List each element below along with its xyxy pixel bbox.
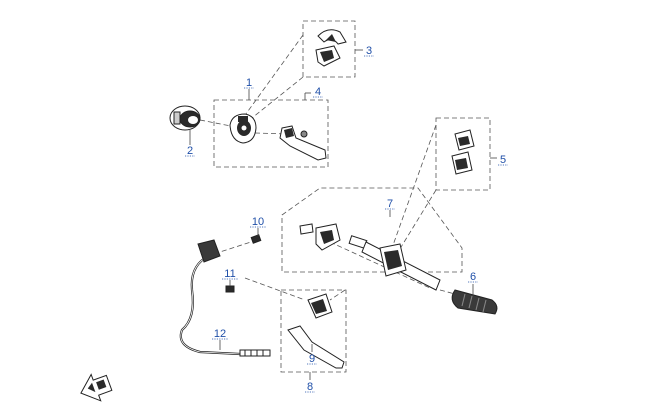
part-throttle-housing [229,113,257,144]
group-box-throttle-housing [213,99,329,168]
part-fitting-11 [225,285,235,293]
assembly-guide-lines [199,34,456,301]
callout-4[interactable]: 4 [304,86,323,100]
callout-2[interactable]: 2 [185,130,195,157]
callout-11[interactable]: 11 [222,268,238,286]
svg-text:4: 4 [315,86,321,98]
svg-text:10: 10 [252,216,264,228]
part-cover [315,29,347,67]
callout-12[interactable]: 12 [212,328,228,350]
callout-6[interactable]: 6 [468,271,478,296]
group-box-switch [435,117,491,191]
part-switch-housing [169,105,201,131]
part-handlebar-switch [299,223,441,291]
callout-3[interactable]: 3 [355,45,374,57]
callout-10[interactable]: 10 [250,216,266,236]
svg-text:8: 8 [307,381,313,393]
group-box-cover [302,20,356,78]
callout-7[interactable]: 7 [385,198,395,217]
group-box-brake-lever [280,289,347,373]
part-throttle-lever [279,125,327,161]
part-brake-hose [179,239,271,357]
svg-text:6: 6 [470,271,476,283]
part-switch-pieces [451,129,475,175]
group-box-handlebar-switch [281,187,463,273]
svg-text:1: 1 [246,77,252,89]
svg-text:9: 9 [309,353,315,365]
part-brake-lever [287,325,345,369]
callout-8[interactable]: 8 [305,372,315,393]
svg-text:12: 12 [214,328,226,340]
svg-text:2: 2 [187,145,193,157]
svg-text:3: 3 [366,45,372,57]
callout-5[interactable]: 5 [490,154,508,166]
callout-9[interactable]: 9 [307,344,317,365]
svg-text:5: 5 [500,154,506,166]
part-fitting-10 [250,234,262,244]
svg-text:11: 11 [224,268,235,280]
front-direction-arrow-icon [80,373,113,402]
svg-text:7: 7 [387,198,393,210]
part-brake-master [307,293,333,319]
part-grip [451,289,498,315]
callout-1[interactable]: 1 [244,77,254,100]
